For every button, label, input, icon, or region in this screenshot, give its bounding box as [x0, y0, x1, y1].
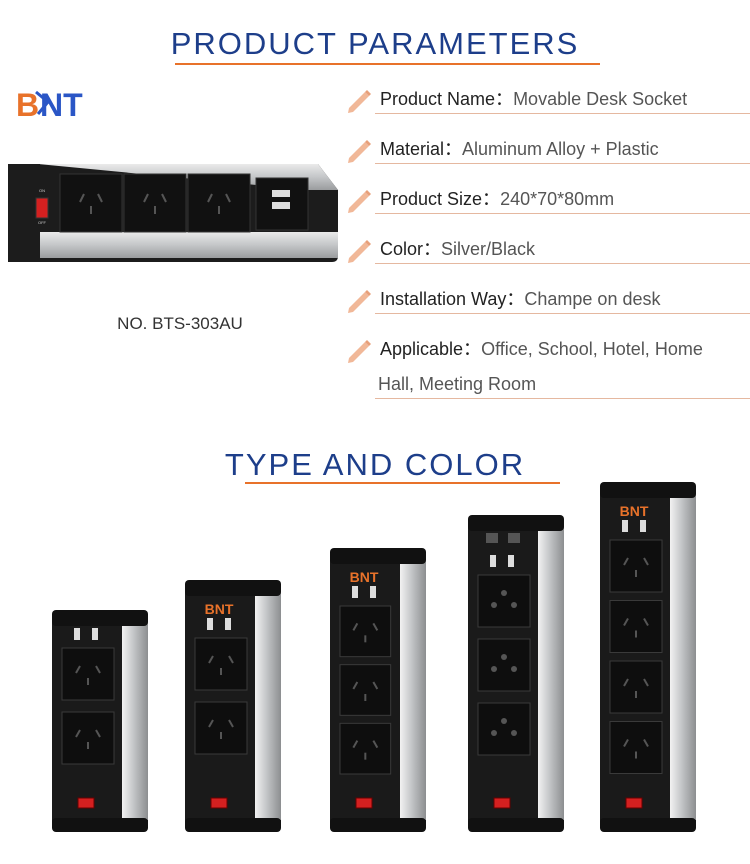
spec-continuation: Hall, Meeting Room	[378, 374, 537, 394]
power-socket-icon	[339, 605, 392, 658]
power-socket-icon	[477, 574, 531, 628]
product-logo: BNT	[620, 503, 649, 519]
product-image-socket-strip: ON OFF	[8, 164, 338, 262]
spec-value: Champe on desk	[524, 289, 661, 309]
power-socket-icon	[339, 722, 392, 775]
spec-value: Silver/Black	[441, 239, 536, 259]
product-variant	[468, 515, 564, 832]
product-variant: BNT	[185, 580, 281, 832]
power-socket-icon	[61, 647, 115, 701]
spec-label: Installation Way：	[380, 289, 525, 309]
spec-label: Product Name：	[380, 89, 514, 109]
product-parameters-heading: PRODUCT PARAMETERS	[170, 26, 580, 61]
usb-port-icon	[225, 618, 231, 630]
usb-port-icon	[207, 618, 213, 630]
product-logo: BNT	[205, 601, 234, 617]
spec-list: Product Name：Movable Desk Socket Materia…	[345, 76, 750, 376]
spec-row-product-size: Product Size：240*70*80mm	[345, 176, 750, 226]
power-socket-icon	[194, 701, 248, 755]
heading-underline	[245, 482, 560, 484]
usb-port-icon	[640, 520, 646, 532]
spec-label: Material：	[380, 139, 463, 159]
spec-divider	[375, 163, 750, 164]
spec-row-applicable: Applicable：Office, School, Hotel, Home	[345, 326, 750, 376]
spec-label: Applicable：	[380, 339, 482, 359]
spec-value: Movable Desk Socket	[513, 89, 688, 109]
product-variant: BNT	[330, 548, 426, 832]
power-switch	[355, 797, 373, 809]
spec-divider	[375, 313, 750, 314]
spec-value: 240*70*80mm	[500, 189, 615, 209]
power-socket-icon	[477, 702, 531, 756]
usb-port-icon	[74, 628, 80, 640]
model-number: NO. BTS-303AU	[117, 314, 243, 333]
spec-value: Office, School, Hotel, Home	[481, 339, 703, 359]
pencil-icon	[348, 290, 371, 313]
rj45-port-icon	[508, 533, 520, 543]
switch-on-label: ON	[39, 188, 45, 193]
power-switch	[77, 797, 95, 809]
spec-row-material: Material：Aluminum Alloy + Plastic	[345, 126, 750, 176]
power-switch	[493, 797, 511, 809]
usb-port-icon	[92, 628, 98, 640]
power-socket-icon	[61, 711, 115, 765]
switch-off-label: OFF	[38, 220, 47, 225]
usb-port-icon	[352, 586, 358, 598]
type-and-color-heading: TYPE AND COLOR	[224, 447, 526, 482]
spec-row-installation: Installation Way：Champe on desk	[345, 276, 750, 326]
power-socket-icon	[609, 721, 663, 774]
product-variant	[52, 610, 148, 832]
product-variants: BNT BNT BNT	[52, 482, 696, 832]
power-socket-icon	[609, 600, 663, 653]
spec-label: Product Size：	[380, 189, 501, 209]
usb-port-icon	[490, 555, 496, 567]
pencil-icon	[348, 340, 371, 363]
spec-label: Color：	[380, 239, 442, 259]
brand-logo: B NT	[16, 87, 83, 120]
usb-port-icon	[508, 555, 514, 567]
spec-value: Aluminum Alloy + Plastic	[462, 139, 659, 159]
spec-row-color: Color：Silver/Black	[345, 226, 750, 276]
heading-underline	[175, 63, 600, 65]
usb-port-icon	[370, 586, 376, 598]
pencil-icon	[348, 90, 371, 113]
pencil-icon	[348, 140, 371, 163]
pencil-icon	[348, 240, 371, 263]
rj45-port-icon	[486, 533, 498, 543]
product-variant: BNT	[600, 482, 696, 832]
pencil-icon	[348, 190, 371, 213]
power-switch	[210, 797, 228, 809]
spec-divider	[375, 113, 750, 114]
spec-divider	[375, 263, 750, 264]
power-switch	[625, 797, 643, 809]
usb-port-icon	[622, 520, 628, 532]
power-socket-icon	[194, 637, 248, 691]
spec-divider	[375, 398, 750, 399]
svg-text:B: B	[16, 87, 39, 120]
power-socket-icon	[477, 638, 531, 692]
spec-divider	[375, 213, 750, 214]
power-socket-icon	[609, 660, 663, 714]
power-socket-icon	[339, 664, 392, 716]
spec-row-product-name: Product Name：Movable Desk Socket	[345, 76, 750, 126]
power-socket-icon	[609, 539, 663, 593]
product-logo: BNT	[350, 569, 379, 585]
